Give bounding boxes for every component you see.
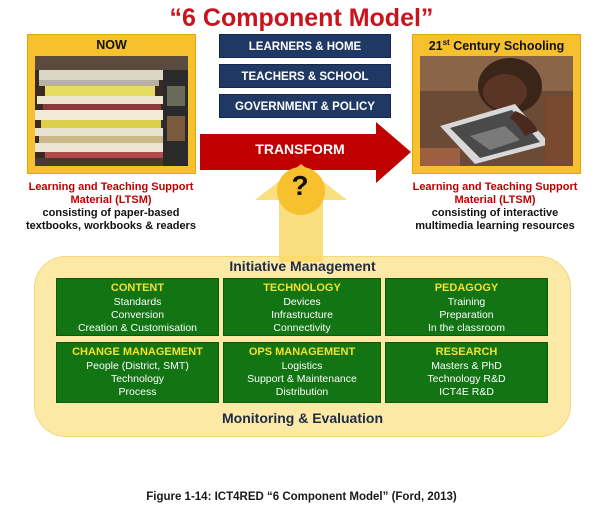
- stakeholder-learners-home: LEARNERS & HOME: [219, 34, 391, 58]
- now-photo-frame: NOW: [27, 34, 196, 174]
- monitoring-evaluation-heading: Monitoring & Evaluation: [222, 410, 383, 426]
- component-technology: TECHNOLOGY Devices Infrastructure Connec…: [223, 278, 381, 336]
- transform-label: TRANSFORM: [255, 141, 345, 157]
- future-description: Learning and Teaching Support Material (…: [412, 181, 578, 232]
- transform-arrow: [200, 122, 411, 183]
- component-pedagogy: PEDAGOGY Training Preparation In the cla…: [385, 278, 548, 336]
- component-research: RESEARCH Masters & PhD Technology R&D IC…: [385, 342, 548, 403]
- component-change-management: CHANGE MANAGEMENT People (District, SMT)…: [56, 342, 219, 403]
- now-label: NOW: [96, 38, 127, 52]
- future-label: 21st Century Schooling: [428, 38, 565, 54]
- up-arrow: [255, 164, 347, 262]
- future-photo-frame: 21st Century Schooling: [412, 34, 581, 174]
- now-description: Learning and Teaching Support Material (…: [26, 181, 196, 232]
- initiative-management-heading: Initiative Management: [229, 258, 376, 274]
- diagram-title: “6 Component Model”: [169, 4, 434, 32]
- stacked-textbooks-image: [35, 56, 188, 166]
- figure-caption: Figure 1-14: ICT4RED “6 Component Model”…: [146, 491, 457, 503]
- component-ops-management: OPS MANAGEMENT Logistics Support & Maint…: [223, 342, 381, 403]
- stakeholder-government-policy: GOVERNMENT & POLICY: [219, 94, 391, 118]
- question-mark: ?: [291, 170, 309, 201]
- tablet-learner-image: [420, 56, 573, 166]
- component-content: CONTENT Standards Conversion Creation & …: [56, 278, 219, 336]
- stakeholder-teachers-school: TEACHERS & SCHOOL: [219, 64, 391, 88]
